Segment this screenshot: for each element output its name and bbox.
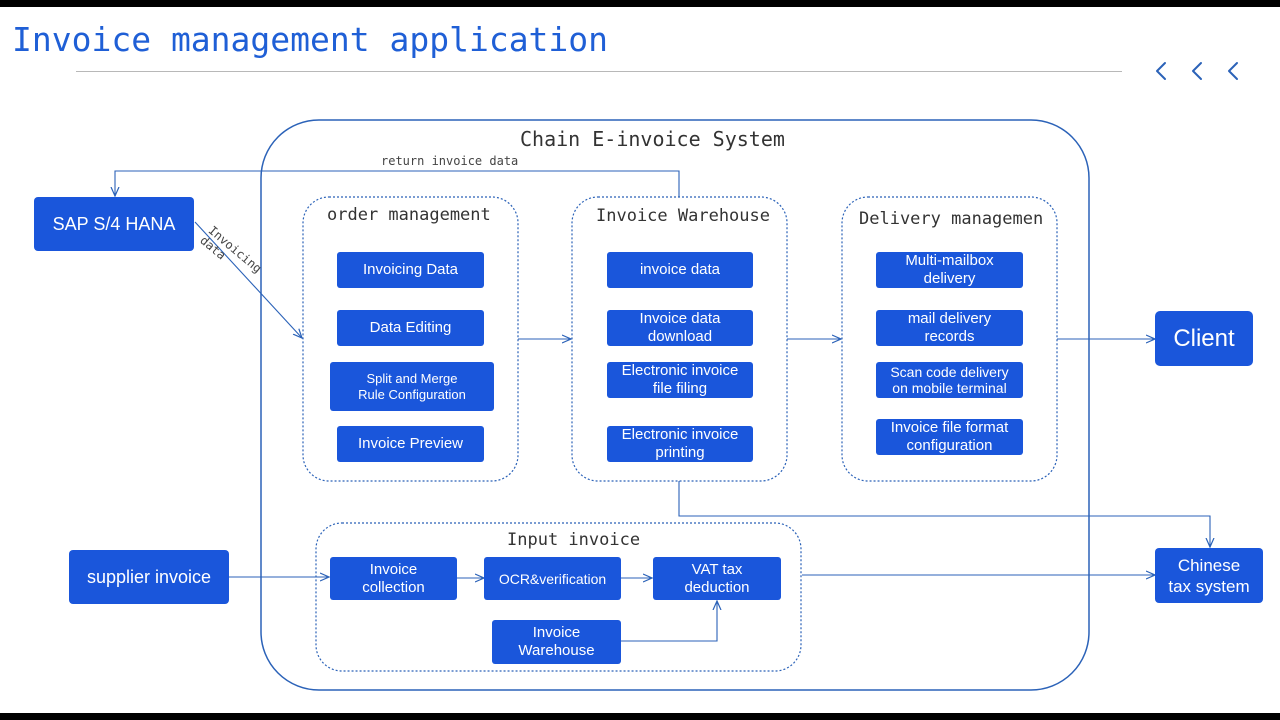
invoice-data-download-box[interactable]: Invoice data download (607, 310, 753, 346)
system-boundary (260, 119, 1090, 691)
invoicing-data-arrow (194, 221, 302, 338)
chevron-left-icon[interactable] (1192, 62, 1202, 80)
invoice-collection-box[interactable]: Invoice collection (330, 557, 457, 600)
invoicing-data-box[interactable]: Invoicing Data (337, 252, 484, 288)
delivery-management-title: Delivery managemen (859, 209, 1044, 229)
delivery-management-group (841, 196, 1058, 482)
order-management-title: order management (327, 205, 491, 225)
chinese-tax-system-box[interactable]: Chinese tax system (1155, 548, 1263, 603)
input-invoice-warehouse-box[interactable]: Invoice Warehouse (492, 620, 621, 664)
invoice-data-box[interactable]: invoice data (607, 252, 753, 288)
invoice-preview-box[interactable]: Invoice Preview (337, 426, 484, 462)
sap-s4-hana-box[interactable]: SAP S/4 HANA (34, 197, 194, 251)
return-data-arrow (115, 170, 680, 197)
nav-chevrons (1156, 62, 1238, 80)
input-invoice-title: Input invoice (507, 530, 641, 550)
warehouse-to-vat-arrow (621, 601, 717, 642)
client-box[interactable]: Client (1155, 311, 1253, 366)
e-invoice-printing-box[interactable]: Electronic invoice printing (607, 426, 753, 462)
invoice-file-format-box[interactable]: Invoice file format configuration (876, 419, 1023, 455)
bottom-border (0, 713, 1280, 720)
multi-mailbox-delivery-box[interactable]: Multi-mailbox delivery (876, 252, 1023, 288)
vat-tax-deduction-box[interactable]: VAT tax deduction (653, 557, 781, 600)
data-editing-box[interactable]: Data Editing (337, 310, 484, 346)
ocr-verification-box[interactable]: OCR&verification (484, 557, 621, 600)
split-merge-rule-box[interactable]: Split and Merge Rule Configuration (330, 362, 494, 411)
title-divider (76, 71, 1122, 72)
chevron-left-icon[interactable] (1156, 62, 1166, 80)
warehouse-to-tax-arrow (678, 481, 1210, 547)
e-invoice-file-filing-box[interactable]: Electronic invoice file filing (607, 362, 753, 398)
order-management-group (302, 196, 519, 482)
top-border (0, 0, 1280, 7)
return-data-label: return invoice data (381, 154, 519, 168)
mail-delivery-records-box[interactable]: mail delivery records (876, 310, 1023, 346)
scan-code-delivery-box[interactable]: Scan code delivery on mobile terminal (876, 362, 1023, 398)
system-title: Chain E-invoice System (520, 127, 785, 151)
chevron-left-icon[interactable] (1228, 62, 1238, 80)
input-invoice-group (315, 522, 802, 672)
supplier-invoice-box[interactable]: supplier invoice (69, 550, 229, 604)
page-title: Invoice management application (12, 20, 609, 59)
invoice-warehouse-title: Invoice Warehouse (596, 206, 770, 226)
